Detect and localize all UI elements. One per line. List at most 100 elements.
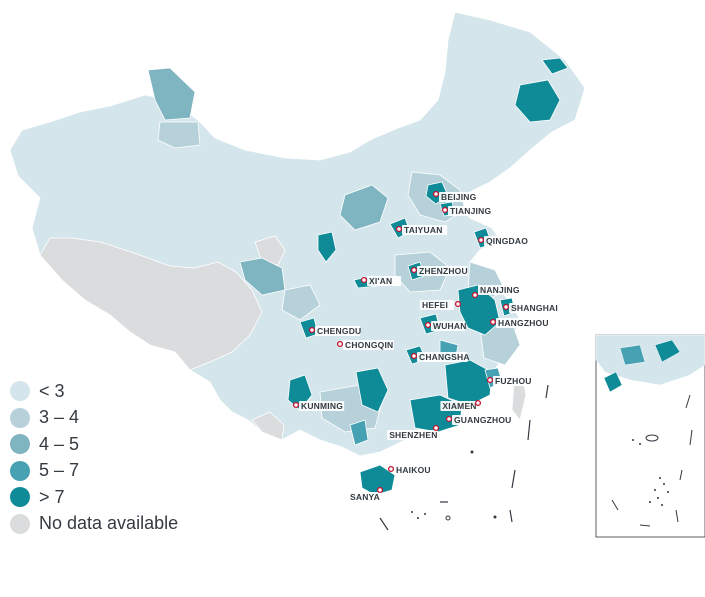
city-label: GUANGZHOU xyxy=(454,415,512,425)
taiwan-region xyxy=(511,374,527,421)
city-dot-icon xyxy=(486,376,494,384)
city-marker: QINGDAO xyxy=(477,236,530,246)
city-label: SHENZHEN xyxy=(389,430,437,440)
city-label: FUZHOU xyxy=(495,376,532,386)
region-4-5-inner-mongolia xyxy=(339,184,389,231)
legend-item: 3 – 4 xyxy=(10,405,178,432)
legend-swatch-4-5 xyxy=(10,434,30,455)
legend-item: No data available xyxy=(10,511,178,538)
legend-item: > 7 xyxy=(10,484,178,511)
city-label-background xyxy=(448,206,499,216)
legend-label: No data available xyxy=(39,513,179,534)
city-label-background xyxy=(509,303,560,313)
city-dot-icon xyxy=(441,206,449,214)
legend-label: 5 – 7 xyxy=(39,460,80,481)
city-label: HANGZHOU xyxy=(498,318,549,328)
legend-swatch-nodata xyxy=(10,513,30,534)
city-label: WUHAN xyxy=(433,321,467,331)
nine-dash-line xyxy=(379,384,549,531)
region-gt7-heilongjiang xyxy=(514,79,561,123)
legend-item: < 3 xyxy=(10,378,178,405)
city-label: TAIYUAN xyxy=(404,225,443,235)
city-label-background xyxy=(440,401,480,411)
city-label: NANJING xyxy=(480,285,520,295)
city-marker: WUHAN xyxy=(424,321,467,331)
no-data-region-tibet xyxy=(39,237,263,371)
city-label-background xyxy=(493,376,533,386)
city-marker: CHANGSHA xyxy=(410,352,470,362)
city-dot-icon xyxy=(395,225,403,233)
city-dot-icon xyxy=(308,326,316,334)
city-label: HAIKOU xyxy=(396,465,431,475)
region-gt7-guizhou xyxy=(355,367,389,413)
south-china-sea-inset xyxy=(595,334,705,538)
city-marker: NANJING xyxy=(471,285,524,299)
city-label-background xyxy=(394,465,434,475)
city-marker: HEFEI xyxy=(420,300,462,310)
legend-label: 4 – 5 xyxy=(39,433,80,454)
city-label-background xyxy=(452,415,509,425)
city-marker: CHONGQIN xyxy=(336,340,394,350)
city-label: BEIJING xyxy=(441,192,477,202)
region-4-5-xinjiang-north xyxy=(147,67,196,121)
region-gt7-fujian xyxy=(444,359,493,406)
region-gt7-heilongjiang-east xyxy=(541,57,569,75)
city-dot-icon xyxy=(410,266,418,274)
legend-label: > 7 xyxy=(39,486,65,507)
city-dot-icon xyxy=(410,352,418,360)
legend-label: 3 – 4 xyxy=(39,407,80,428)
city-dot-icon xyxy=(454,300,462,308)
city-label-background xyxy=(299,401,345,411)
region-3-4-xinjiang xyxy=(157,121,201,149)
city-marker: XI'AN xyxy=(360,276,401,286)
city-dot-icon xyxy=(387,465,395,473)
region-5-7-guangxi xyxy=(349,419,369,446)
city-label: CHENGDU xyxy=(317,326,361,336)
region-gt7-hainan xyxy=(359,464,396,496)
city-label-background xyxy=(431,321,465,331)
city-marker: HANGZHOU xyxy=(489,318,549,328)
city-marker: SHENZHEN xyxy=(387,424,440,440)
city-marker: HAIKOU xyxy=(387,465,434,475)
city-dot-icon xyxy=(477,236,485,244)
city-dot-icon xyxy=(432,190,440,198)
city-label-background xyxy=(478,285,524,295)
city-label-background xyxy=(315,326,361,336)
city-label-background xyxy=(496,318,547,328)
city-label-background xyxy=(348,492,382,502)
city-marker: XIAMEN xyxy=(440,399,482,411)
city-dot-icon xyxy=(336,340,344,348)
city-dot-icon xyxy=(292,401,300,409)
city-dot-icon xyxy=(489,318,497,326)
region-4-5-sichuan xyxy=(281,284,321,321)
city-label-background xyxy=(484,236,530,246)
city-marker: FUZHOU xyxy=(486,376,533,386)
city-marker: KUNMING xyxy=(292,401,345,411)
legend-swatch-5-7 xyxy=(10,460,30,481)
legend-swatch-3-4 xyxy=(10,407,30,428)
legend-swatch-gt7 xyxy=(10,487,30,508)
city-label-background xyxy=(420,300,454,310)
city-marker: SHANGHAI xyxy=(502,303,560,313)
city-label: TIANJING xyxy=(450,206,491,216)
city-label-background xyxy=(417,266,468,276)
city-dot-icon xyxy=(360,276,368,284)
city-label-background xyxy=(343,340,394,350)
city-label: CHANGSHA xyxy=(419,352,470,362)
city-label: ZHENZHOU xyxy=(419,266,468,276)
city-marker: ZHENZHOU xyxy=(410,266,468,276)
city-dot-icon xyxy=(376,486,384,494)
city-dot-icon xyxy=(471,291,479,299)
legend: < 3 3 – 4 4 – 5 5 – 7 > 7 No data availa… xyxy=(10,378,178,537)
city-label: KUNMING xyxy=(301,401,343,411)
legend-item: 4 – 5 xyxy=(10,431,178,458)
city-dot-icon xyxy=(502,303,510,311)
city-label-background xyxy=(387,430,438,440)
south-china-sea-islands xyxy=(411,450,497,521)
city-label: CHONGQIN xyxy=(345,340,393,350)
city-marker: CHENGDU xyxy=(308,326,361,336)
city-label-background xyxy=(402,225,448,235)
legend-swatch-lt3 xyxy=(10,381,30,402)
city-markers-layer: BEIJING TIANJING TAIYUAN QINGDAO ZHENZHOU XI'… xyxy=(292,190,560,502)
